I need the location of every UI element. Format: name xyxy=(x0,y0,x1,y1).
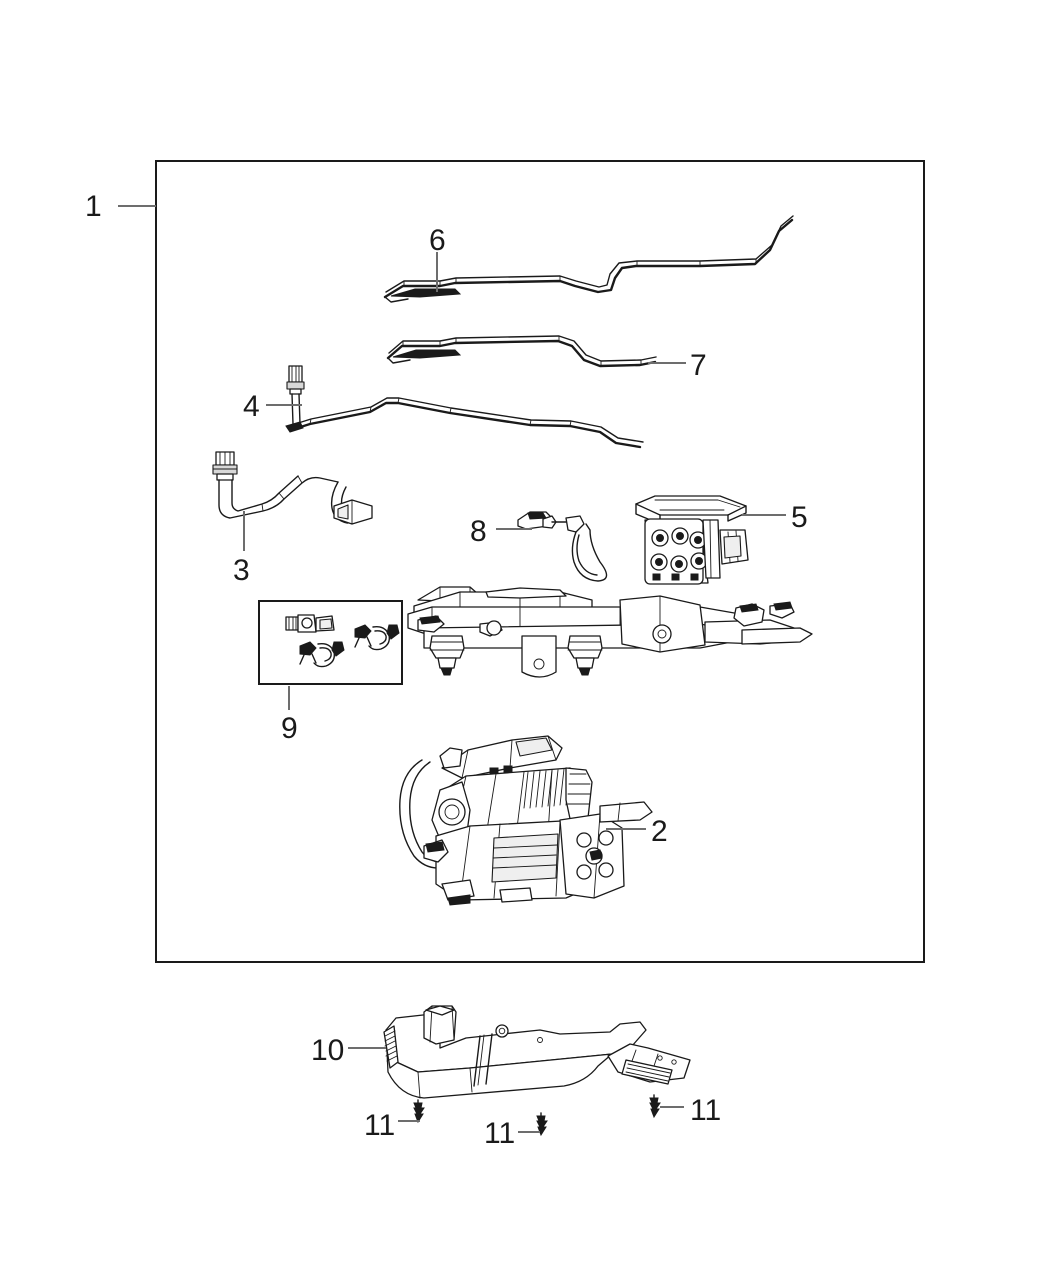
leader-11a xyxy=(398,1120,420,1122)
leader-7 xyxy=(648,362,686,364)
fitting-kit-boundary xyxy=(258,600,403,685)
callout-shield-push-pin-fastener[interactable]: 11 xyxy=(690,1094,722,1127)
callout-compressor-skid-shield[interactable]: 10 xyxy=(311,1034,345,1067)
callout-height-sensor-harness[interactable]: 8 xyxy=(470,515,487,548)
callout-air-compressor-assembly[interactable]: 2 xyxy=(651,815,668,848)
leader-5 xyxy=(742,514,786,516)
callout-air-suspension-assembly-group[interactable]: 1 xyxy=(85,190,102,223)
part-11-push-pin-fastener-left xyxy=(413,1099,425,1124)
leader-4 xyxy=(266,404,302,406)
leader-9 xyxy=(288,686,290,710)
leader-2 xyxy=(606,828,646,830)
leader-6 xyxy=(436,252,438,292)
assembly-group-boundary xyxy=(155,160,925,963)
leader-11b xyxy=(518,1131,540,1133)
part-11-push-pin-fastener-right xyxy=(649,1094,661,1119)
leader-1 xyxy=(118,205,156,207)
part-10-compressor-skid-shield xyxy=(383,1005,691,1099)
callout-air-supply-line-long[interactable]: 6 xyxy=(429,224,446,257)
callout-air-supply-line-with-valve[interactable]: 4 xyxy=(243,390,260,423)
callout-shield-push-pin-fastener[interactable]: 11 xyxy=(364,1109,396,1142)
leader-8 xyxy=(496,528,532,530)
callout-air-supply-hose[interactable]: 3 xyxy=(233,554,250,587)
callout-shield-push-pin-fastener[interactable]: 11 xyxy=(484,1117,516,1150)
callout-air-supply-line-medium[interactable]: 7 xyxy=(690,349,707,382)
callout-fitting-and-clip-kit[interactable]: 9 xyxy=(281,712,298,745)
leader-3 xyxy=(243,511,245,551)
leader-10 xyxy=(348,1047,386,1049)
callout-air-suspension-valve-block[interactable]: 5 xyxy=(791,501,808,534)
leader-11c xyxy=(660,1106,684,1108)
